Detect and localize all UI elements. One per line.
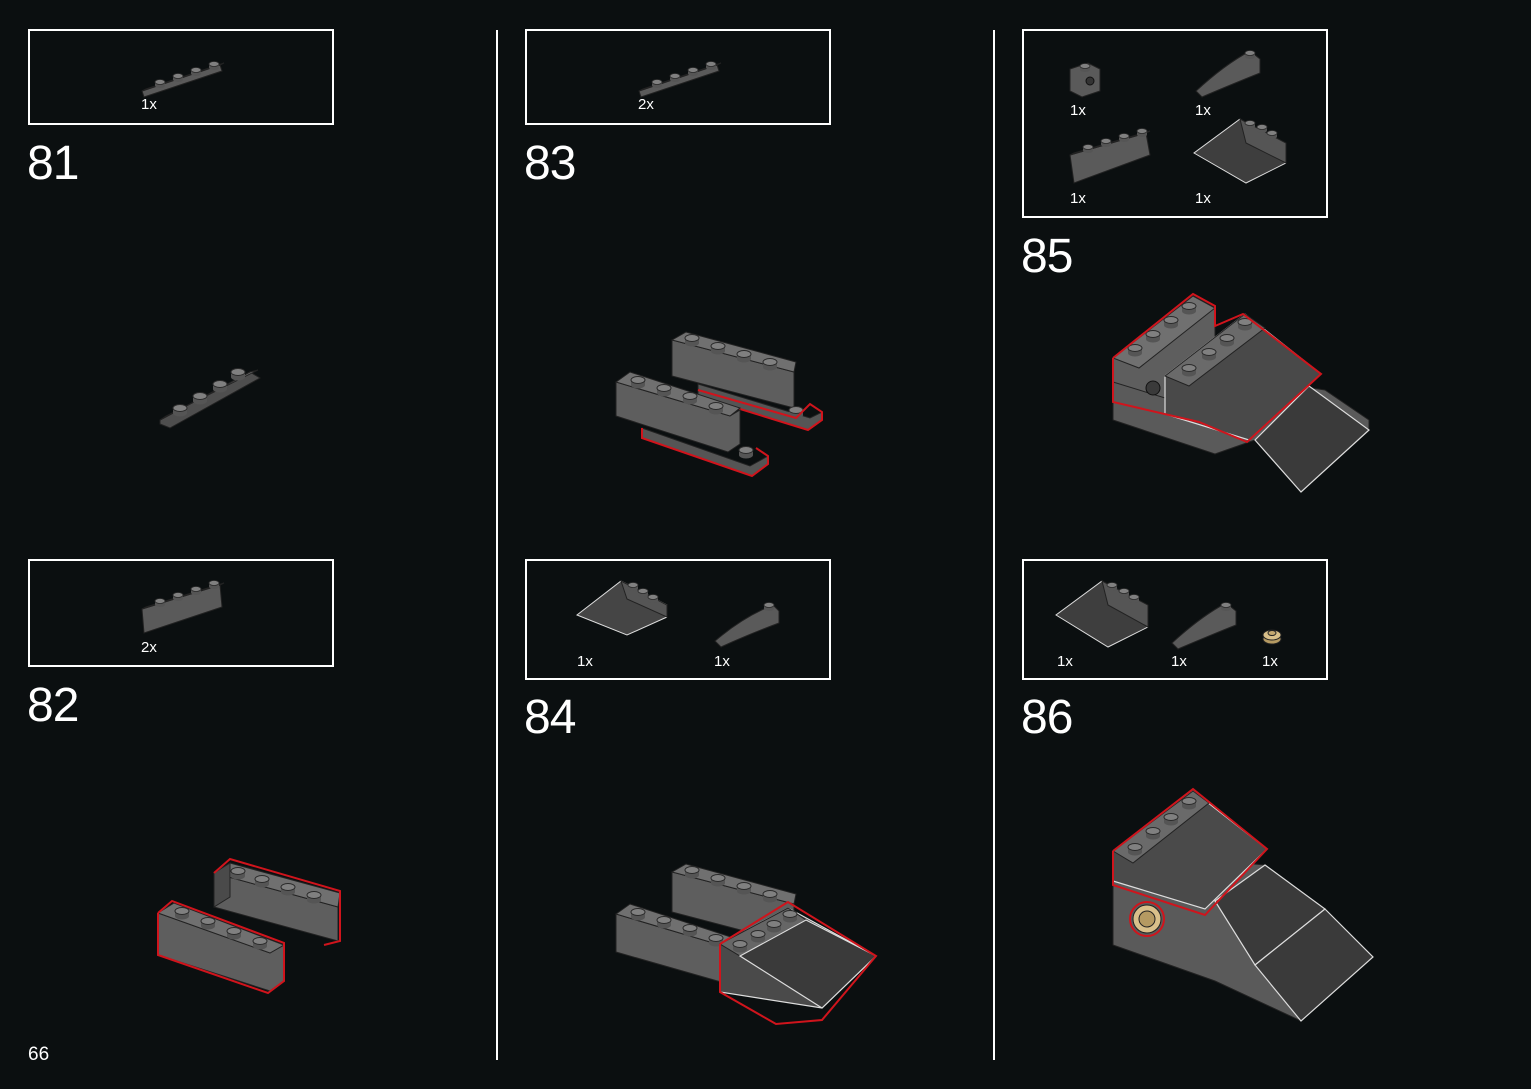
step-number: 82	[27, 679, 79, 732]
slope-33-3x2-dark-grey-icon	[1193, 118, 1287, 184]
step-81-model	[159, 368, 261, 429]
step-86-model	[1112, 787, 1374, 1022]
parts-callout-step-85: 1x 1x 1x 1x	[1022, 29, 1328, 218]
part-quantity: 1x	[1057, 653, 1073, 670]
part-quantity: 1x	[1070, 190, 1086, 207]
parts-callout-step-83: 2x	[525, 29, 831, 125]
column-divider-left	[496, 30, 498, 1060]
step-number: 86	[1021, 691, 1073, 744]
step-84-model	[614, 863, 878, 1026]
parts-callout-step-84: 1x 1x	[525, 559, 831, 680]
part-quantity: 2x	[638, 96, 654, 113]
parts-callout-step-86: 1x 1x 1x	[1022, 559, 1328, 680]
step-85-model	[1111, 292, 1370, 493]
brick-1x1-with-stud-dark-grey-icon	[1069, 62, 1101, 98]
step-83-model	[614, 331, 823, 478]
curved-slope-2x1-dark-grey-icon	[1171, 602, 1237, 650]
part-quantity: 1x	[1070, 102, 1086, 119]
step-number: 83	[524, 137, 576, 190]
part-quantity: 1x	[714, 653, 730, 670]
part-quantity: 1x	[1171, 653, 1187, 670]
part-quantity: 2x	[141, 639, 157, 656]
parts-callout-step-81: 1x	[28, 29, 334, 125]
plate-1x4-dark-grey-icon	[141, 61, 225, 98]
part-quantity: 1x	[1195, 190, 1211, 207]
round-plate-1x1-tan-icon	[1262, 629, 1282, 645]
slope-33-3x2-dark-grey-icon	[576, 579, 668, 636]
part-quantity: 1x	[1195, 102, 1211, 119]
page-number: 66	[28, 1044, 50, 1065]
step-number: 85	[1021, 230, 1073, 283]
part-quantity: 1x	[577, 653, 593, 670]
curved-slope-2x1-dark-grey-icon	[1195, 50, 1261, 98]
step-82-model	[156, 857, 341, 995]
parts-callout-step-82: 2x	[28, 559, 334, 667]
part-quantity: 1x	[141, 96, 157, 113]
brick-1x4-dark-grey-icon	[1069, 128, 1151, 184]
slope-33-3x2-dark-grey-icon	[1055, 580, 1149, 648]
plate-1x4-dark-grey-icon	[638, 61, 722, 98]
column-divider-right	[993, 30, 995, 1060]
step-number: 81	[27, 137, 79, 190]
curved-slope-2x1-dark-grey-icon	[714, 602, 780, 648]
brick-1x4-dark-grey-icon	[141, 580, 225, 634]
step-number: 84	[524, 691, 576, 744]
part-quantity: 1x	[1262, 653, 1278, 670]
